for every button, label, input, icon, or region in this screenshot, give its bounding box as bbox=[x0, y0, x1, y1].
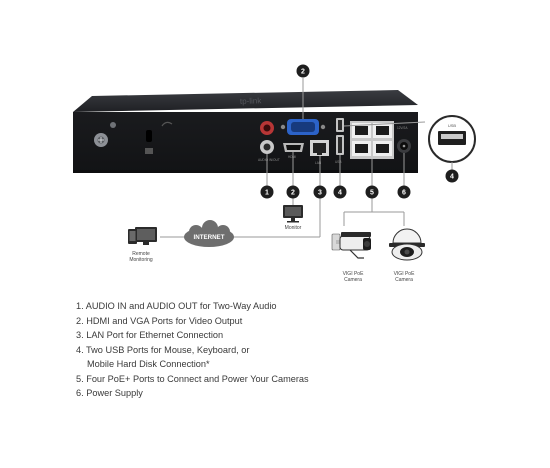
callout-badge-4-zoom: 4 bbox=[445, 169, 459, 183]
callout-badge-2: 2 bbox=[286, 185, 300, 199]
audio-port-label: AUDIO IN/OUT bbox=[258, 158, 280, 162]
nvr-device: tp-link AUDIO IN/OUT bbox=[73, 90, 418, 173]
legend-text-continuation: Mobile Hard Disk Connection* bbox=[87, 359, 210, 369]
nvr-bottom-edge bbox=[73, 170, 418, 173]
cable-clip bbox=[161, 121, 173, 127]
brand-watermark: tp-link bbox=[240, 96, 263, 106]
legend-item-3: 3. LAN Port for Ethernet Connection bbox=[76, 328, 496, 343]
remote-label-line1: Remote bbox=[132, 251, 150, 257]
legend-item-2: 2. HDMI and VGA Ports for Video Output bbox=[76, 314, 496, 329]
camera1-label-line2: Camera bbox=[344, 277, 362, 283]
remote-label-line2: Monitoring bbox=[129, 257, 153, 263]
callout-leader-lines bbox=[160, 152, 405, 238]
ground-screw-icon bbox=[94, 122, 116, 147]
hdmi-port-label: HDMI bbox=[288, 155, 296, 159]
camera1-label-line1: VIGI PoE bbox=[343, 271, 365, 277]
turret-camera-icon bbox=[389, 228, 425, 261]
legend-item-1: 1. AUDIO IN and AUDIO OUT for Two-Way Au… bbox=[76, 299, 496, 314]
monitor-icon bbox=[283, 205, 303, 223]
audio-out-port[interactable] bbox=[260, 140, 274, 154]
audio-in-port[interactable] bbox=[260, 121, 274, 135]
legend-item-6: 6. Power Supply bbox=[76, 386, 496, 401]
svg-text:4: 4 bbox=[338, 190, 342, 197]
callout-badge-5: 5 bbox=[365, 185, 379, 199]
internet-label: INTERNET bbox=[194, 234, 225, 241]
svg-text:6: 6 bbox=[402, 190, 406, 197]
svg-text:5: 5 bbox=[370, 190, 374, 197]
legend-item-5: 5. Four PoE+ Ports to Connect and Power … bbox=[76, 372, 496, 387]
internet-cloud-icon bbox=[184, 220, 234, 247]
security-lock-slot-icon bbox=[145, 130, 153, 154]
usb-zoom-bubble: USB bbox=[428, 115, 476, 163]
svg-text:2: 2 bbox=[291, 190, 295, 197]
camera2-label-line1: VIGI PoE bbox=[394, 271, 416, 277]
bullet-camera-icon bbox=[331, 232, 371, 259]
usb-port-label: USB bbox=[335, 160, 342, 164]
nvr-top-panel bbox=[73, 90, 418, 112]
legend-text: 3. LAN Port for Ethernet Connection bbox=[76, 330, 224, 340]
lan-port[interactable] bbox=[310, 140, 329, 156]
usb-port[interactable] bbox=[336, 118, 344, 155]
usb-zoom-line bbox=[343, 121, 426, 127]
legend-text: 4. Two USB Ports for Mouse, Keyboard, or bbox=[76, 344, 250, 355]
svg-text:1: 1 bbox=[265, 190, 269, 197]
poe-ports[interactable] bbox=[350, 121, 394, 159]
svg-text:4: 4 bbox=[450, 174, 454, 181]
lan-port-label: LAN bbox=[315, 161, 322, 165]
vga-port[interactable] bbox=[280, 119, 326, 135]
usb-zoom-label: USB bbox=[448, 123, 457, 128]
port-legend: 1. AUDIO IN and AUDIO OUT for Two-Way Au… bbox=[76, 299, 496, 401]
svg-text:2: 2 bbox=[301, 69, 305, 76]
monitor-label: Monitor bbox=[285, 225, 302, 231]
callout-badge-3: 3 bbox=[313, 185, 327, 199]
callout-badge-2-vga: 2 bbox=[296, 64, 310, 78]
hdmi-port[interactable] bbox=[283, 143, 304, 152]
legend-text: 6. Power Supply bbox=[76, 388, 143, 398]
power-port-label: 12V/2A bbox=[397, 126, 408, 130]
legend-item-4: 4. Two USB Ports for Mouse, Keyboard, or… bbox=[76, 343, 496, 372]
legend-text: 1. AUDIO IN and AUDIO OUT for Two-Way Au… bbox=[76, 301, 277, 311]
callout-badge-4: 4 bbox=[333, 185, 347, 199]
svg-text:3: 3 bbox=[318, 190, 322, 197]
power-port[interactable] bbox=[397, 139, 411, 153]
callout-badge-1: 1 bbox=[260, 185, 274, 199]
legend-text: 2. HDMI and VGA Ports for Video Output bbox=[76, 315, 243, 326]
camera2-label-line2: Camera bbox=[395, 277, 413, 283]
legend-text: 5. Four PoE+ Ports to Connect and Power … bbox=[76, 373, 309, 384]
callout-badge-6: 6 bbox=[397, 185, 411, 199]
remote-monitoring-icon bbox=[128, 227, 157, 245]
